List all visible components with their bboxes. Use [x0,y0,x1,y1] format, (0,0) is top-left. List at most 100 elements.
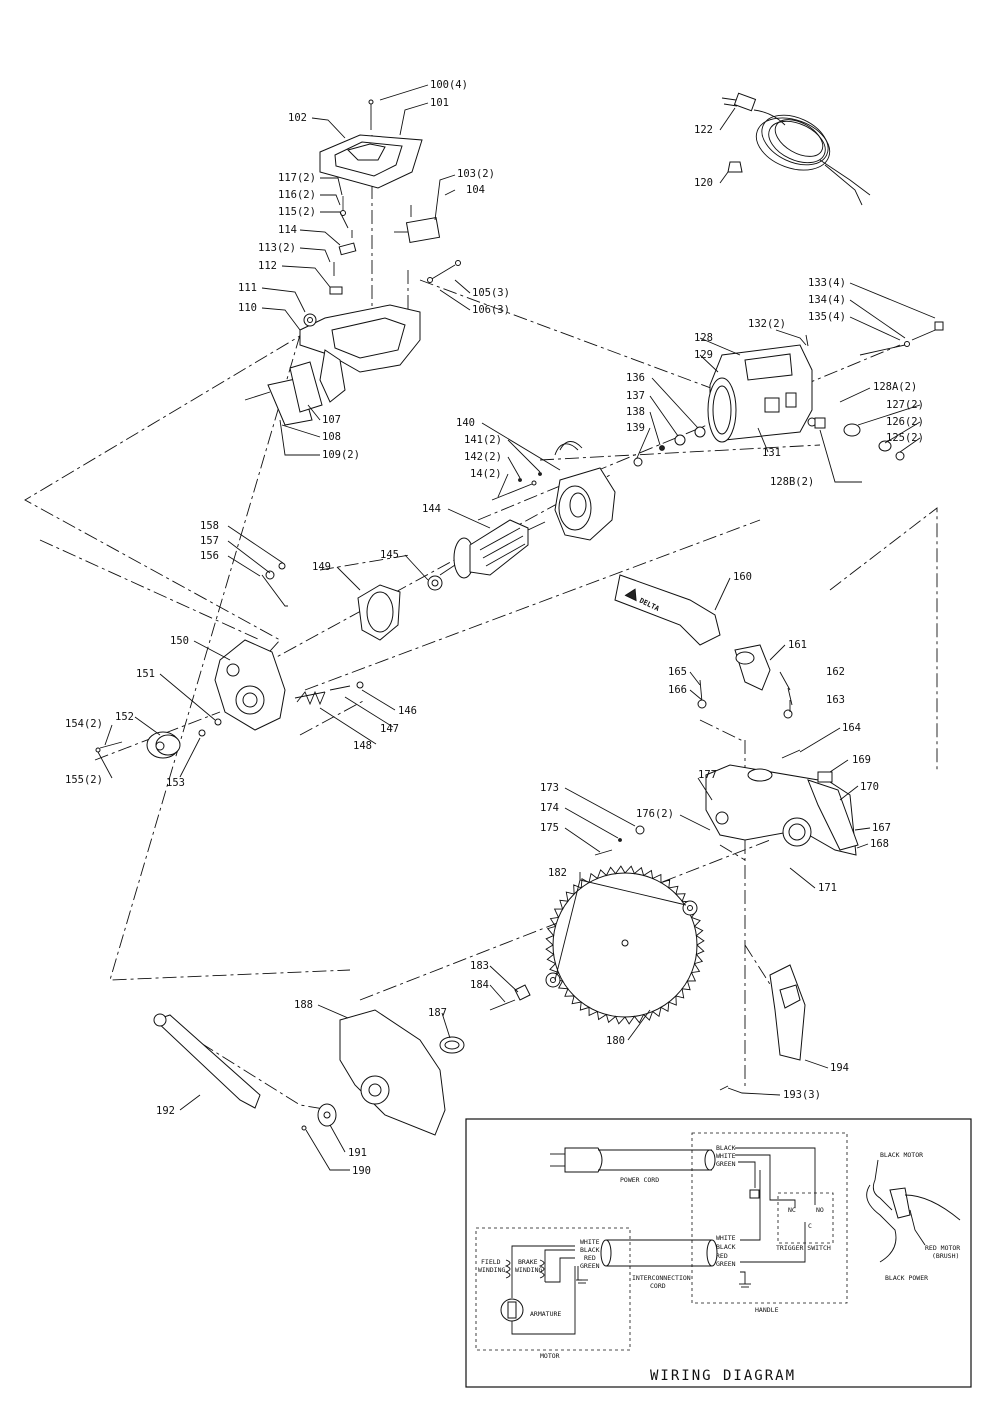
label-107: 107 [322,414,341,426]
label-128: 128 [694,332,713,344]
label-148: 148 [353,740,372,752]
label-161: 161 [788,639,807,651]
label-183: 183 [470,960,489,972]
wiring-power-cord-label: POWER CORD [620,1176,659,1184]
wiring-black-1: BLACK [716,1144,736,1152]
wiring-red-3: RED [584,1254,596,1262]
wiring-field-winding-2: WINDING [478,1266,505,1274]
label-104: 104 [466,184,485,196]
label-114: 114 [278,224,297,236]
label-191: 191 [348,1147,367,1159]
label-126: 126(2) [886,416,924,428]
wiring-trigger-switch-label: TRIGGER SWITCH [776,1244,831,1252]
label-14: 14(2) [470,468,502,480]
label-170: 170 [860,781,879,793]
label-187: 187 [428,1007,447,1019]
wiring-diagram: POWER CORD BLACK WHITE GREEN NC NO C TRI… [465,1118,972,1388]
lower-guard-188 [301,1009,465,1136]
blade-guard-assembly: DELTA [594,574,859,856]
wiring-brake-winding-1: BRAKE [518,1258,538,1266]
label-167: 167 [872,822,891,834]
label-175: 175 [540,822,559,834]
label-149: 149 [312,561,331,573]
saw-blade-180 [489,865,705,1025]
wiring-handle-label: HANDLE [755,1306,779,1314]
wiring-black-3: BLACK [580,1246,600,1254]
label-177: 177 [698,769,717,781]
label-173: 173 [540,782,559,794]
leader-lines [97,84,936,1171]
label-163: 163 [826,694,845,706]
wiring-black-2: BLACK [716,1243,736,1251]
label-109: 109(2) [322,449,360,461]
label-174: 174 [540,802,559,814]
label-110: 110 [238,302,257,314]
label-128a: 128A(2) [873,381,917,393]
label-193: 193(3) [783,1089,821,1101]
label-127: 127(2) [886,399,924,411]
wiring-white-2: WHITE [716,1234,736,1242]
wiring-interconnection-1: INTERCONNECTION [632,1274,691,1282]
label-142: 142(2) [464,451,502,463]
label-135: 135(4) [808,311,846,323]
label-103: 103(2) [457,168,495,180]
label-125: 125(2) [886,432,924,444]
label-194: 194 [830,1062,849,1074]
label-176: 176(2) [636,808,674,820]
label-113: 113(2) [258,242,296,254]
label-128b: 128B(2) [770,476,814,488]
wiring-diagram-title: WIRING DIAGRAM [650,1368,796,1384]
gear-case [95,562,401,759]
wrench-192 [153,1013,261,1109]
wiring-motor-label: MOTOR [540,1352,560,1360]
label-162: 162 [826,666,845,678]
wiring-brake-winding-2: WINDING [515,1266,542,1274]
part-labels: 100(4) 101 102 117(2) 116(2) 115(2) 114 … [65,79,924,1177]
label-160: 160 [733,571,752,583]
label-157: 157 [200,535,219,547]
label-137: 137 [626,390,645,402]
label-154: 154(2) [65,718,103,730]
label-168: 168 [870,838,889,850]
wiring-green-3: GREEN [580,1262,600,1270]
label-188: 188 [294,999,313,1011]
label-184: 184 [470,979,489,991]
label-180: 180 [606,1035,625,1047]
wiring-white-1: WHITE [716,1152,736,1160]
wiring-interconnection-2: CORD [650,1282,666,1290]
label-112: 112 [258,260,277,272]
label-164: 164 [842,722,861,734]
label-139: 139 [626,422,645,434]
label-115: 115(2) [278,206,316,218]
wiring-field-winding-1: FIELD [481,1258,501,1266]
label-101: 101 [430,97,449,109]
guard-160 [614,574,721,646]
wiring-red-motor-label: RED MOTOR [925,1244,960,1252]
wiring-black-power-label: BLACK POWER [885,1274,928,1282]
wiring-green-2: GREEN [716,1260,736,1268]
label-100: 100(4) [430,79,468,91]
label-192: 192 [156,1105,175,1117]
label-140: 140 [456,417,475,429]
label-155: 155(2) [65,774,103,786]
wiring-brush-label: (BRUSH) [932,1252,959,1260]
label-158: 158 [200,520,219,532]
label-153: 153 [166,777,185,789]
label-152: 152 [115,711,134,723]
motor-housing-129 [707,321,944,461]
label-165: 165 [668,666,687,678]
label-129: 129 [694,349,713,361]
label-108: 108 [322,431,341,443]
wiring-c-label: C [808,1222,812,1230]
wiring-white-3: WHITE [580,1238,600,1246]
label-156: 156 [200,550,219,562]
label-151: 151 [136,668,155,680]
label-132: 132(2) [748,318,786,330]
power-cord-122 [721,92,871,206]
label-166: 166 [668,684,687,696]
wiring-green-1: GREEN [716,1160,736,1168]
label-134: 134(4) [808,294,846,306]
label-117: 117(2) [278,172,316,184]
label-145: 145 [380,549,399,561]
